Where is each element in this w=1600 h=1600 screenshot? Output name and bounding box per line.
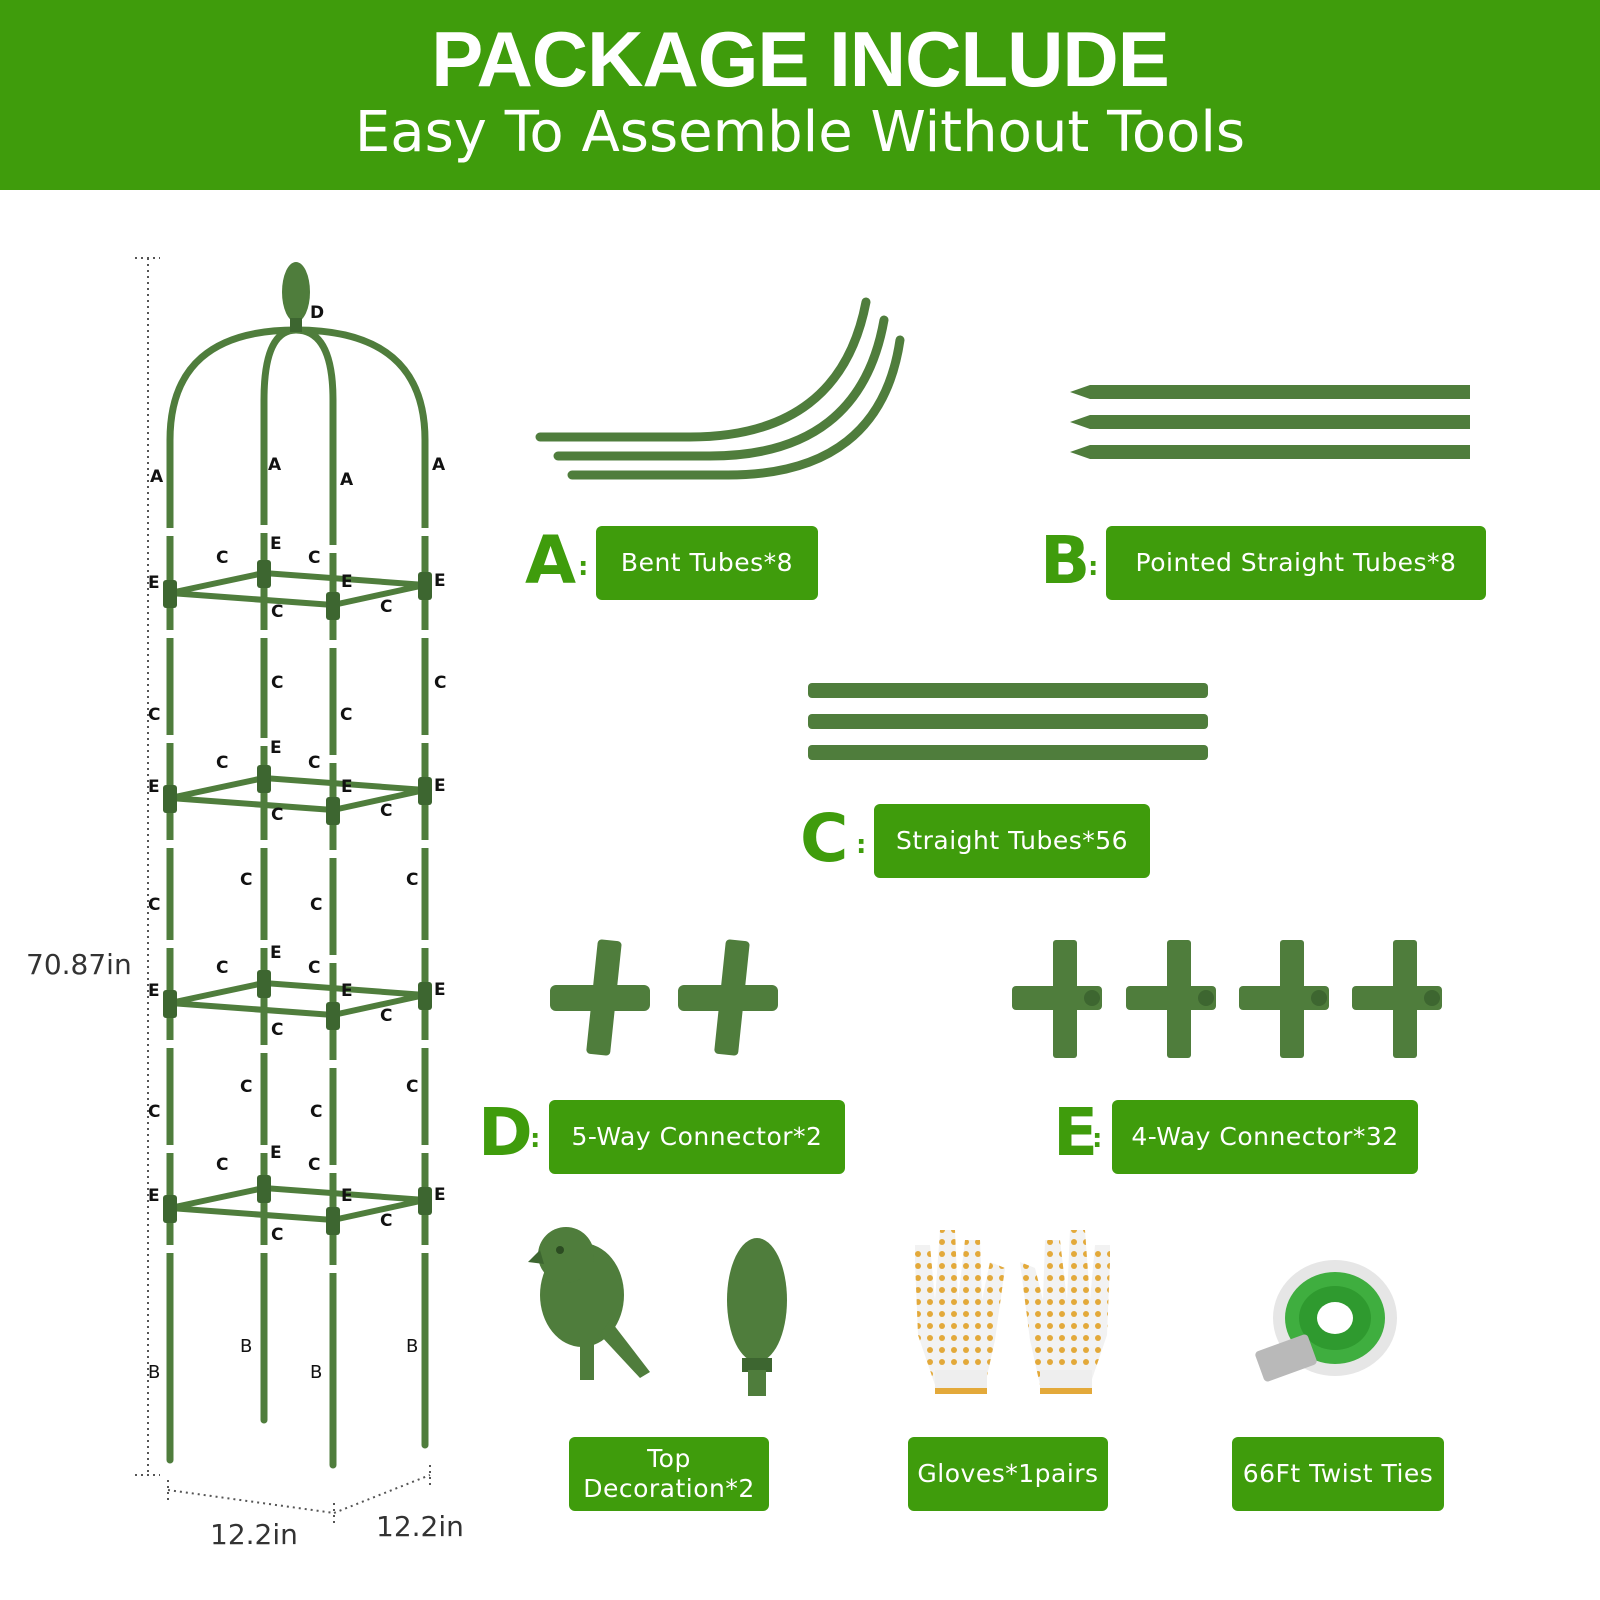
diagram-letter-e: E xyxy=(270,534,282,554)
diagram-letter-c: C xyxy=(406,870,418,890)
diagram-letters: D A A A A E E E E C C C C C C C C E E E … xyxy=(148,303,446,1245)
diagram-letter-e: E xyxy=(434,776,446,796)
diagram-letter-d: D xyxy=(310,303,324,323)
bent-tubes-icon xyxy=(535,297,905,480)
diagram-letter-c: C xyxy=(271,1225,283,1245)
trellis-rings xyxy=(169,569,426,1224)
diagram-letter-c: C xyxy=(380,597,392,617)
diagram-letter-c: C xyxy=(308,958,320,978)
page-subtitle: Easy To Assemble Without Tools xyxy=(354,100,1246,165)
diagram-letter-c: C xyxy=(406,1077,418,1097)
diagram-letter-c: C xyxy=(308,1155,320,1175)
part-label-pointed-tubes: Pointed Straight Tubes*8 xyxy=(1106,526,1486,600)
part-label-four-way: 4-Way Connector*32 xyxy=(1112,1100,1418,1174)
diagram-letter-e: E xyxy=(270,738,282,758)
diagram-letter-e: E xyxy=(148,777,160,797)
diagram-letter-c: C xyxy=(240,870,252,890)
diagram-letter-a: A xyxy=(268,455,282,475)
gloves-icon xyxy=(915,1230,1110,1394)
diagram-letter-c: C xyxy=(216,753,228,773)
accessory-label-gloves: Gloves*1pairs xyxy=(908,1437,1108,1511)
diagram-letter-c: C xyxy=(310,1102,322,1122)
part-colon-b: : xyxy=(1088,552,1099,582)
diagram-letter-e: E xyxy=(434,980,446,1000)
width-dimension-left: 12.2in xyxy=(210,1518,298,1551)
part-letter-b: B xyxy=(1040,522,1091,599)
finial-decoration-icon xyxy=(727,1238,787,1396)
diagram-letter-c: C xyxy=(271,673,283,693)
diagram-letter-c: C xyxy=(271,602,283,622)
diagram-letter-b: B xyxy=(240,1336,252,1357)
finial-icon xyxy=(282,262,310,332)
diagram-letter-e: E xyxy=(148,1186,160,1206)
page-title: PACKAGE INCLUDE xyxy=(431,15,1170,103)
diagram-letter-a: A xyxy=(432,455,446,475)
part-letter-c: C xyxy=(800,800,849,877)
diagram-letter-c: C xyxy=(340,705,352,725)
diagram-letter-e: E xyxy=(270,943,282,963)
diagram-letter-e: E xyxy=(434,571,446,591)
diagram-letter-c: C xyxy=(310,895,322,915)
diagram-letters-b: B B B B xyxy=(148,1336,418,1383)
diagram-letter-c: C xyxy=(216,1155,228,1175)
accessory-label-top-decoration: Top Decoration*2 xyxy=(569,1437,769,1511)
part-colon-d: : xyxy=(530,1124,541,1154)
diagram-letter-e: E xyxy=(341,1186,353,1206)
diagram-letter-a: A xyxy=(340,470,354,490)
part-letter-e: E xyxy=(1053,1094,1099,1171)
pointed-tubes-icon xyxy=(1070,385,1470,459)
diagram-letter-c: C xyxy=(216,548,228,568)
trellis-frame xyxy=(166,326,429,1469)
part-label-five-way: 5-Way Connector*2 xyxy=(549,1100,845,1174)
part-letter-d: D xyxy=(478,1094,533,1171)
diagram-letter-e: E xyxy=(341,572,353,592)
diagram-letter-e: E xyxy=(148,573,160,593)
four-way-connector-icon xyxy=(1012,940,1442,1058)
diagram-letter-c: C xyxy=(380,801,392,821)
diagram-letter-c: C xyxy=(216,958,228,978)
twist-ties-icon xyxy=(1255,1260,1397,1382)
diagram-letter-c: C xyxy=(148,1102,160,1122)
diagram-letter-e: E xyxy=(341,777,353,797)
diagram-letter-e: E xyxy=(148,981,160,1001)
dimension-lines xyxy=(135,257,431,1523)
diagram-letter-c: C xyxy=(308,753,320,773)
diagram-letter-b: B xyxy=(148,1362,160,1383)
diagram-letter-c: C xyxy=(148,895,160,915)
diagram-letter-c: C xyxy=(380,1211,392,1231)
five-way-connector-icon xyxy=(550,939,778,1056)
package-illustration: D A A A A E E E E C C C C C C C C E E E … xyxy=(135,257,1470,1523)
part-letter-a: A xyxy=(525,522,577,599)
diagram-letter-c: C xyxy=(148,705,160,725)
accessory-label-twist-ties: 66Ft Twist Ties xyxy=(1232,1437,1444,1511)
trellis-connectors xyxy=(163,560,432,1235)
bird-decoration-icon xyxy=(528,1227,650,1380)
diagram-letter-c: C xyxy=(380,1006,392,1026)
diagram-letter-e: E xyxy=(270,1143,282,1163)
diagram-letter-c: C xyxy=(434,673,446,693)
part-label-straight-tubes: Straight Tubes*56 xyxy=(874,804,1150,878)
diagram-letter-e: E xyxy=(434,1185,446,1205)
diagram-letter-e: E xyxy=(341,981,353,1001)
diagram-letter-b: B xyxy=(310,1362,322,1383)
trellis-joint-gaps xyxy=(164,525,431,1273)
part-label-bent-tubes: Bent Tubes*8 xyxy=(596,526,818,600)
diagram-letter-c: C xyxy=(271,805,283,825)
diagram-letter-c: C xyxy=(240,1077,252,1097)
height-dimension: 70.87in xyxy=(26,948,132,981)
diagram-letter-c: C xyxy=(308,548,320,568)
width-dimension-right: 12.2in xyxy=(376,1510,464,1543)
diagram-letter-a: A xyxy=(150,467,164,487)
straight-tubes-icon xyxy=(808,683,1208,760)
part-colon-c: : xyxy=(856,830,867,860)
diagram-letter-b: B xyxy=(406,1336,418,1357)
part-colon-a: : xyxy=(578,552,589,582)
diagram-letter-c: C xyxy=(271,1020,283,1040)
part-colon-e: : xyxy=(1092,1124,1103,1154)
header-banner: PACKAGE INCLUDE Easy To Assemble Without… xyxy=(0,0,1600,190)
